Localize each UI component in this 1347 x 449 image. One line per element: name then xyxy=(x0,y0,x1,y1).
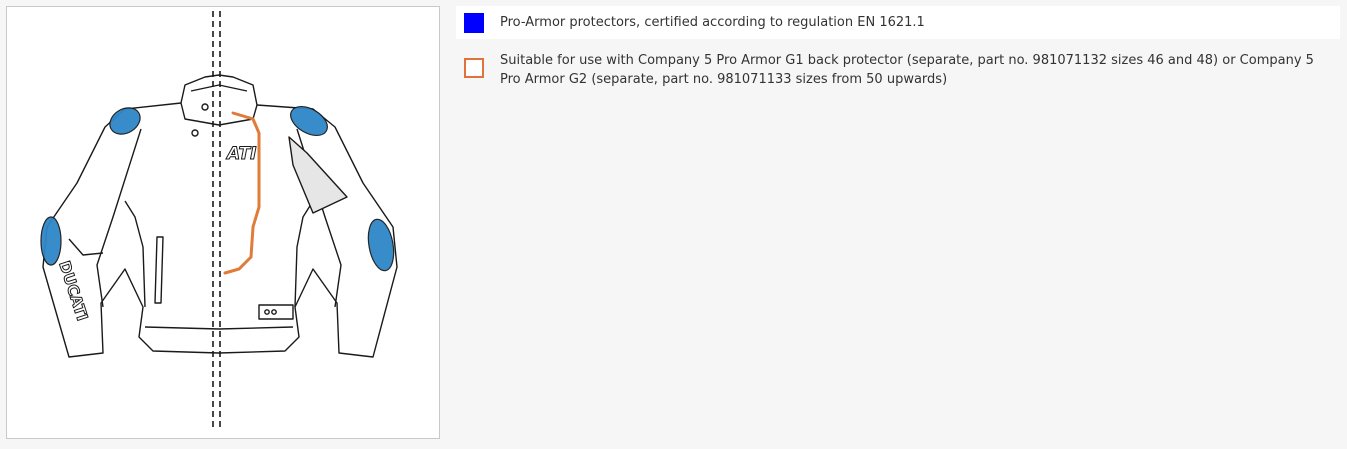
blue-protector-swatch-icon xyxy=(464,12,484,33)
center-split-line xyxy=(212,11,221,431)
chest-logo-lettering: ATI xyxy=(225,144,256,164)
jacket-outline xyxy=(42,74,398,358)
legend-item-pro-armor: Pro-Armor protectors, certified accordin… xyxy=(456,6,1340,39)
back-protector-outline xyxy=(223,111,261,275)
legend-item-label: Pro-Armor protectors, certified accordin… xyxy=(500,15,925,30)
orange-outline-swatch-icon xyxy=(464,58,484,78)
right-elbow-protector xyxy=(367,218,395,272)
left-elbow-protector xyxy=(40,216,62,266)
right-shoulder-protector xyxy=(290,105,328,137)
legend-item-label: Suitable for use with Company 5 Pro Armo… xyxy=(500,53,1314,87)
jacket-diagram-panel: ATI DUCATI xyxy=(6,6,440,439)
jacket-diagram: ATI DUCATI xyxy=(40,11,398,431)
legend-item-back-protector: Suitable for use with Company 5 Pro Armo… xyxy=(456,50,1340,89)
left-shoulder-protector xyxy=(109,107,141,135)
shoulder-elbow-protectors xyxy=(40,105,395,272)
sleeve-logo-lettering: DUCATI xyxy=(55,259,91,323)
